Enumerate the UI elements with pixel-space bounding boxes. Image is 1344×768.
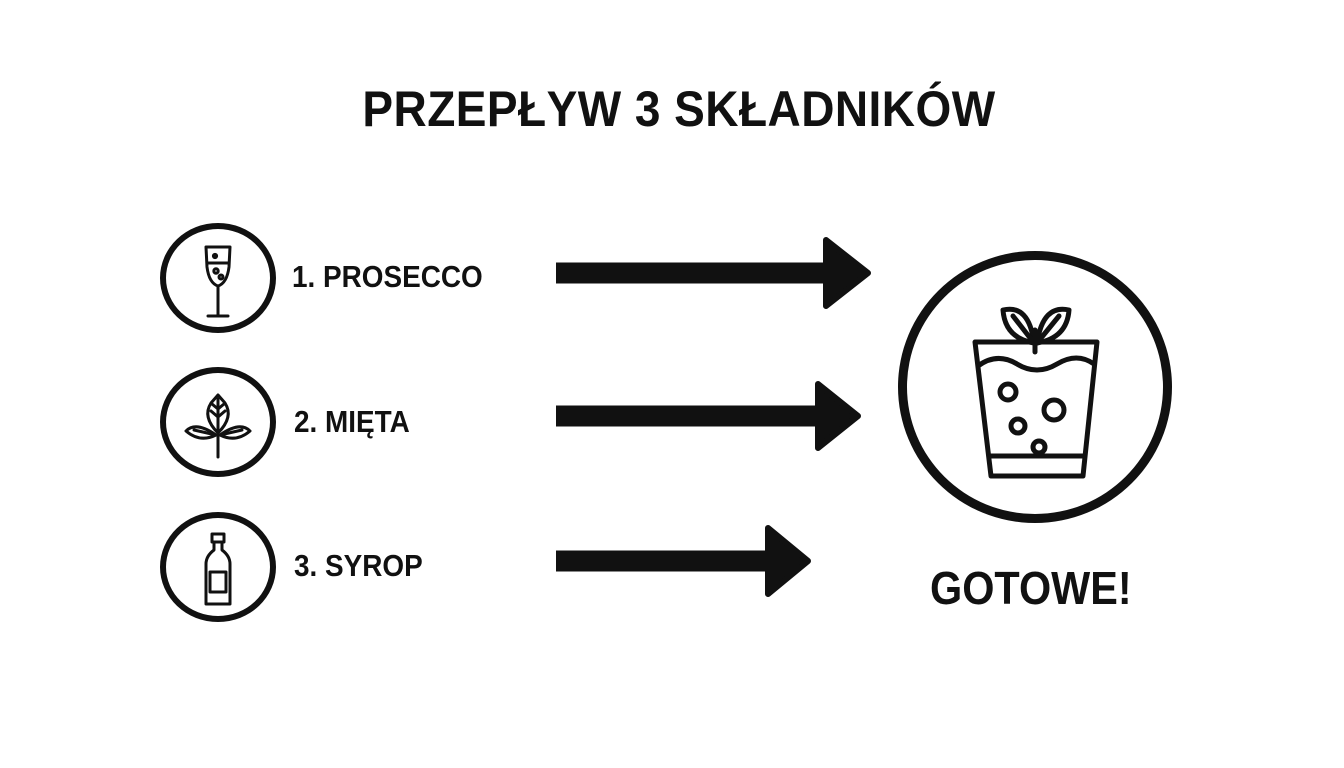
mint-leaves-icon — [184, 393, 252, 459]
result-icon-circle — [898, 251, 1172, 523]
syrup-icon-circle — [160, 512, 276, 622]
ingredient-label-syrop: 3. SYROP — [294, 548, 423, 583]
arrow-syrop — [556, 525, 811, 597]
ingredient-label-mieta: 2. MIĘTA — [294, 404, 410, 439]
prosecco-icon-circle — [160, 223, 276, 333]
wine-glass-icon — [204, 245, 232, 318]
drink-glass-with-mint-icon — [972, 306, 1100, 479]
diagram-title: PRZEPŁYW 3 SKŁADNIKÓW — [362, 81, 996, 137]
mint-icon-circle — [160, 367, 276, 477]
result-label: GOTOWE! — [930, 562, 1132, 614]
syrup-bottle-icon — [204, 532, 232, 606]
arrow-prosecco — [556, 237, 871, 309]
arrow-mieta — [556, 381, 861, 451]
ingredient-label-prosecco: 1. PROSECCO — [292, 259, 483, 294]
